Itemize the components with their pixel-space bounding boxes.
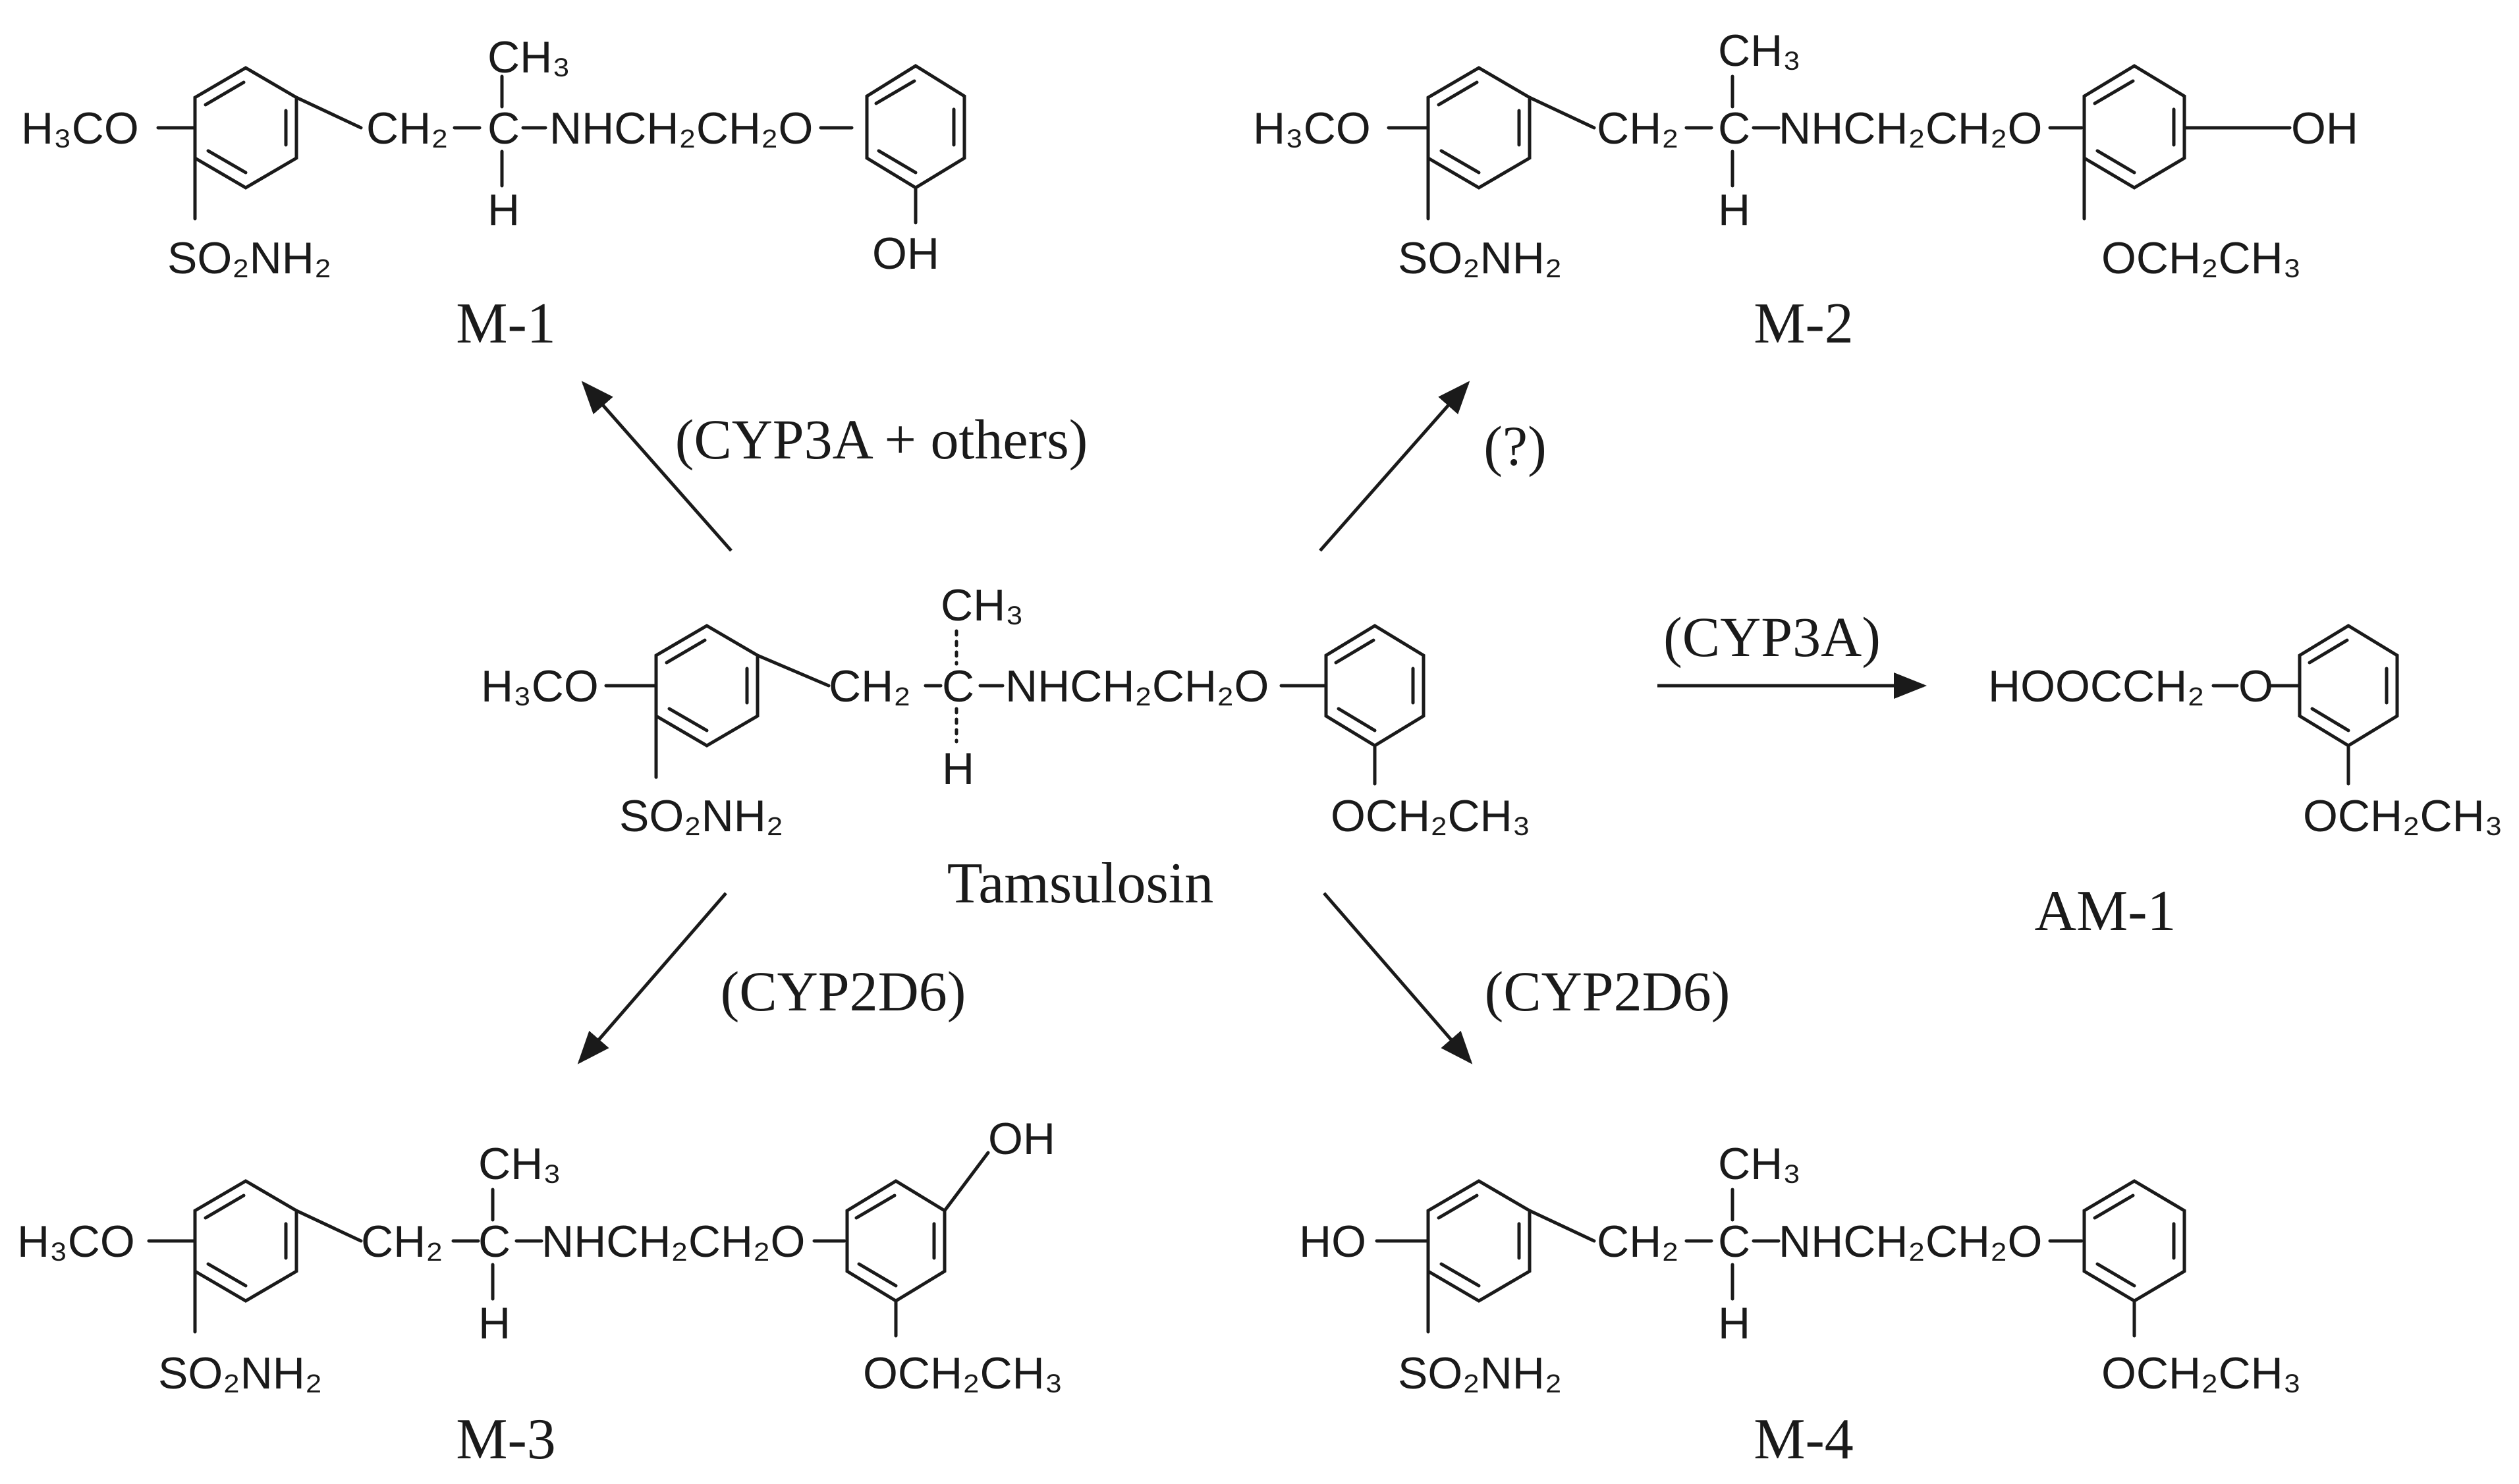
m3-bond-ring-oh [943, 1151, 990, 1213]
m2-amine-label: NHCH₂CH₂O [1779, 103, 2042, 153]
m3-ch2-label: CH₂ [361, 1217, 443, 1267]
m4-ring-a-double-bonds [1437, 1194, 1521, 1288]
am1-acid-label: HOOCCH₂ [1988, 661, 2205, 711]
m3-name-label: M-3 [456, 1408, 556, 1471]
tamsulosin-sulfonamide-label: SO₂NH₂ [619, 791, 783, 841]
m1-name-label: M-1 [456, 292, 556, 356]
tamsulosin-ring-a [654, 624, 760, 748]
tamsulosin-carbon-label: C [942, 661, 974, 711]
m2-ch2-label: CH₂ [1597, 103, 1679, 153]
m4-name-label: M-4 [1754, 1408, 1854, 1471]
am1-name-label: AM-1 [2034, 879, 2176, 943]
enzyme-label-to-m3: (CYP2D6) [721, 960, 966, 1023]
arrow-to-m4 [1323, 892, 1473, 1064]
m4-sulfonamide-label: SO₂NH₂ [1398, 1348, 1562, 1398]
m3-ethoxy-label: OCH₂CH₃ [863, 1348, 1063, 1398]
m4-carbon-label: C [1718, 1217, 1750, 1267]
am1-ring [2298, 624, 2399, 748]
am1-ethoxy-label: OCH₂CH₃ [2303, 791, 2503, 841]
m4-bond-ring-ch2 [1528, 1209, 1596, 1243]
tamsulosin-ch2-label: CH₂ [829, 661, 911, 711]
tamsulosin-ring-b [1324, 624, 1426, 748]
m3-ring-b-double-bonds [854, 1194, 936, 1288]
m1-amine-label: NHCH₂CH₂O [549, 103, 813, 153]
m4-hydrogen-label: H [1718, 1298, 1750, 1348]
m4-ring-b-double-bonds [2093, 1194, 2176, 1288]
m4-ring-a [1426, 1179, 1532, 1303]
m2-hydroxy-label: OH [2291, 103, 2358, 153]
m2-carbon-label: C [1718, 103, 1750, 153]
arrow-to-m1 [581, 381, 733, 552]
tamsulosin-methyl-label: CH₃ [941, 580, 1024, 630]
enzyme-label-to-m1: (CYP3A + others) [675, 408, 1088, 471]
am1-oxygen-label: O [2238, 661, 2273, 711]
m1-carbon-label: C [487, 103, 520, 153]
m2-methyl-label: CH₃ [1718, 26, 1801, 76]
m4-methyl-label: CH₃ [1718, 1139, 1801, 1189]
m4-ring-b [2082, 1179, 2186, 1303]
m2-name-label: M-2 [1754, 292, 1854, 356]
tamsulosin-name-label: Tamsulosin [947, 852, 1214, 916]
tamsulosin-amine-label: NHCH₂CH₂O [1005, 661, 1269, 711]
m3-amine-label: NHCH₂CH₂O [541, 1217, 805, 1267]
m3-carbon-label: C [478, 1217, 511, 1267]
m1-ch2-label: CH₂ [366, 103, 449, 153]
arrow-to-m3 [577, 892, 727, 1064]
m1-methoxy-label: H₃CO [21, 103, 139, 153]
compound-m3: H₃CO SO₂NH₂ CH₂ C CH₃ H NHCH₂CH₂O OH OCH… [17, 1114, 1063, 1471]
m1-ring-b [865, 64, 966, 190]
m1-hydroxy-label: OH [872, 229, 939, 279]
m1-methyl-label: CH₃ [487, 32, 570, 82]
m2-sulfonamide-label: SO₂NH₂ [1398, 233, 1562, 283]
compound-am1: HOOCCH₂ O OCH₂CH₃ AM-1 [1988, 624, 2503, 943]
compound-tamsulosin: H₃CO SO₂NH₂ CH₂ C CH₃ H NHCH₂CH₂O OCH₂CH… [481, 580, 1530, 916]
enzyme-label-to-am1: (CYP3A) [1663, 605, 1881, 669]
m2-methoxy-label: H₃CO [1253, 103, 1371, 153]
enzyme-label-to-m2: (?) [1483, 414, 1546, 478]
m1-ring-a [193, 66, 298, 190]
m3-bond-ring-ch2 [294, 1209, 363, 1243]
tamsulosin-methoxy-label: H₃CO [481, 661, 599, 711]
m3-ring-a [193, 1179, 298, 1303]
m2-bond-ring-ch2 [1528, 96, 1596, 130]
m2-ring-a-double-bonds [1437, 80, 1521, 175]
m3-ring-b [845, 1179, 947, 1303]
m1-hydrogen-label: H [487, 185, 520, 235]
compound-m2: H₃CO SO₂NH₂ CH₂ C CH₃ H NHCH₂CH₂O OH OCH… [1253, 26, 2358, 356]
m3-hydroxy-label: OH [988, 1114, 1055, 1164]
arrow-to-m2 [1319, 381, 1470, 552]
m2-ring-b [2082, 64, 2186, 190]
m1-bond-ring-ch2 [294, 96, 363, 130]
tamsulosin-ring-b-double-bonds [1334, 638, 1415, 732]
m2-ring-b-double-bonds [2093, 79, 2176, 175]
tamsulosin-bond-ring-ch2 [756, 653, 831, 688]
m1-ring-b-double-bonds [874, 79, 956, 175]
am1-ring-double-bonds [2308, 638, 2389, 732]
m3-methyl-label: CH₃ [478, 1139, 561, 1189]
m1-sulfonamide-label: SO₂NH₂ [167, 233, 331, 283]
m1-ring-a-double-bonds [204, 80, 288, 175]
m4-amine-label: NHCH₂CH₂O [1779, 1217, 2042, 1267]
tamsulosin-ethoxy-label: OCH₂CH₃ [1331, 791, 1530, 841]
m3-hydrogen-label: H [478, 1298, 511, 1348]
m2-ring-a [1426, 66, 1532, 190]
m2-ethoxy-label: OCH₂CH₃ [2101, 233, 2301, 283]
m3-ring-a-double-bonds [204, 1194, 288, 1288]
m4-ch2-label: CH₂ [1597, 1217, 1679, 1267]
compound-m4: HO SO₂NH₂ CH₂ C CH₃ H NHCH₂CH₂O OCH₂CH₃ … [1299, 1139, 2301, 1471]
m2-hydrogen-label: H [1718, 185, 1750, 235]
m4-ethoxy-label: OCH₂CH₃ [2101, 1348, 2301, 1398]
compound-m1: H₃CO SO₂NH₂ CH₂ C CH₃ H NHCH₂CH₂O OH M-1 [21, 32, 966, 356]
m3-sulfonamide-label: SO₂NH₂ [158, 1348, 322, 1398]
tamsulosin-ring-a-double-bonds [665, 638, 749, 732]
m4-hydroxy-label: HO [1299, 1217, 1366, 1267]
m3-methoxy-label: H₃CO [17, 1217, 135, 1267]
tamsulosin-hydrogen-label: H [942, 744, 974, 794]
enzyme-label-to-m4: (CYP2D6) [1485, 960, 1730, 1023]
